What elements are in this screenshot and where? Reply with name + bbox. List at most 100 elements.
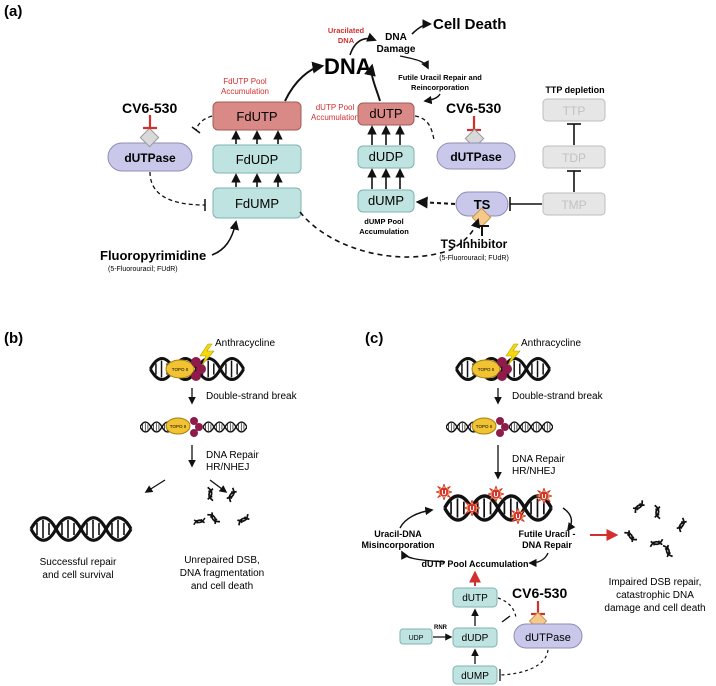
topo-ii-enzyme-c1 — [471, 359, 501, 379]
dutpase-label-c: dUTPase — [525, 632, 571, 644]
uracilated-text-1: Uracilated — [328, 26, 365, 35]
svg-text:U: U — [493, 492, 498, 499]
unrep-b-1: Unrepaired DSB, — [184, 555, 260, 566]
dutpase-right-pill — [436, 142, 516, 170]
dsb-b: Double-strand break — [206, 391, 298, 402]
uracilated-text-2: DNA — [338, 36, 355, 45]
fdudp-label: FdUDP — [236, 152, 279, 167]
dutp-to-dna-arrow — [364, 63, 381, 102]
dutpase-left-label: dUTPase — [124, 151, 176, 165]
dump-label: dUMP — [368, 193, 404, 208]
panel-a-label: (a) — [4, 3, 22, 20]
pool-to-mis-arrow — [401, 550, 446, 563]
dna-fragments-c — [623, 499, 689, 560]
dna-broken-c-right — [509, 420, 553, 434]
futile-c-1: Futile Uracil - — [518, 529, 575, 539]
dudp-label-c: dUDP — [462, 633, 489, 644]
fdutp-pool-text-1: FdUTP Pool — [223, 77, 267, 86]
ttp-label: TTP — [563, 104, 586, 118]
dutpase-to-fdump-dashed — [149, 171, 206, 206]
svg-text:U: U — [541, 494, 546, 501]
arrow-b-right — [209, 479, 228, 493]
dump-pool-text-1: dUMP Pool — [364, 217, 403, 226]
uracil-letters: U U U U U — [441, 490, 546, 521]
anthracycline-mol-c1 — [497, 357, 512, 381]
panel-b-label: (b) — [4, 330, 23, 347]
dutpase-right-label: dUTPase — [450, 150, 502, 164]
fd-conversion-arrows — [231, 130, 283, 187]
d-conversion-arrows — [367, 125, 405, 189]
topo-ii-enzyme-c2 — [471, 417, 497, 435]
tdp-label: TDP — [562, 151, 586, 165]
futile-to-pool-arrow — [528, 552, 549, 568]
success-b-2: and cell survival — [42, 570, 113, 581]
fdump-to-ts-dashed — [299, 211, 481, 258]
gray-inhibit-bars — [567, 123, 581, 192]
pool-c: dUTP Pool Accumulation — [421, 559, 528, 569]
cv6-530-left: CV6-530 — [122, 100, 177, 116]
lightning-icon-c — [505, 343, 521, 366]
dump-box — [357, 189, 415, 213]
dudp-label: dUDP — [369, 149, 404, 164]
udp-label-c: UDP — [409, 635, 424, 642]
topo-label-c2: TOPO II — [476, 424, 492, 429]
dutp-to-dutpase-dashed — [414, 115, 435, 141]
dutp-box — [357, 102, 415, 126]
cv6-530-right: CV6-530 — [446, 100, 501, 116]
anthracycline-mol-b1 — [191, 357, 206, 381]
fluoropyrimidine-sub: (5-Fluorouracil; FUdR) — [108, 266, 178, 273]
topo-ii-enzyme-b1 — [165, 359, 195, 379]
dudp-box-c — [452, 627, 498, 648]
futile-repair-text-1: Futile Uracil Repair and — [398, 73, 482, 82]
dutp-box-c — [452, 587, 498, 608]
svg-text:U: U — [441, 490, 446, 497]
ts-to-dump-dashed — [415, 196, 456, 209]
repair-b-2: HR/NHEJ — [206, 462, 249, 473]
fdutp-to-dutpase-dashed — [195, 115, 213, 131]
rnr-label-c: RNR — [434, 625, 448, 631]
tmp-label: TMP — [561, 198, 586, 212]
dna-uracilated-c — [445, 496, 552, 520]
fdutp-box — [212, 101, 302, 131]
futile-c-2: DNA Repair — [522, 540, 572, 550]
dump-label-c: dUMP — [461, 671, 489, 682]
repair-c-2: HR/NHEJ — [512, 466, 555, 477]
cv6-530-c: CV6-530 — [512, 585, 567, 601]
svg-text:U: U — [469, 506, 474, 513]
fdutp-pool-text-2: Accumulation — [221, 87, 269, 96]
dna-broken-b-right — [203, 420, 247, 434]
anthracycline-mol-c2 — [496, 417, 509, 437]
impaired-c-1: Impaired DSB repair, — [609, 577, 702, 588]
dutpase-to-dump-dashed-c — [499, 649, 549, 676]
dutp-pool-text-1: dUTP Pool — [316, 103, 355, 112]
fdump-box — [212, 187, 302, 219]
ttp-box — [542, 98, 606, 122]
futile-repair-text-2: Reincorporation — [411, 83, 469, 92]
dna-label: DNA — [324, 54, 372, 79]
anthracycline-c: Anthracycline — [521, 338, 581, 349]
damage-to-death-arrow — [411, 19, 432, 35]
dsb-c: Double-strand break — [512, 391, 604, 402]
svg-text:U: U — [515, 514, 520, 521]
repair-c-1: DNA Repair — [512, 454, 565, 465]
fdutp-to-dna-arrow — [284, 61, 325, 102]
fluoro-to-fdump-arrow — [211, 220, 240, 256]
arrow-b-left — [144, 479, 166, 493]
dna-damage-text-1: DNA — [385, 32, 407, 43]
mis-c-1: Uracil-DNA — [374, 529, 422, 539]
dutp-label-c: dUTP — [462, 593, 488, 604]
damage-to-futile-arrow — [399, 55, 429, 70]
tdp-box — [542, 145, 606, 169]
dna-damage-text-2: Damage — [377, 44, 416, 55]
udp-box-c — [399, 628, 433, 645]
impaired-c-3: damage and cell death — [604, 603, 705, 614]
topo-label-b2: TOPO II — [170, 424, 186, 429]
success-b-1: Successful repair — [40, 557, 117, 568]
dump-box-c — [452, 665, 498, 685]
ts-inhibitor-label: TS Inhibitor — [441, 237, 508, 251]
dna-to-futile-arrow — [562, 507, 576, 532]
futile-to-dutp-arrow — [423, 93, 441, 105]
unrep-b-3: and cell death — [191, 581, 253, 592]
panel-c-label: (c) — [365, 330, 383, 347]
